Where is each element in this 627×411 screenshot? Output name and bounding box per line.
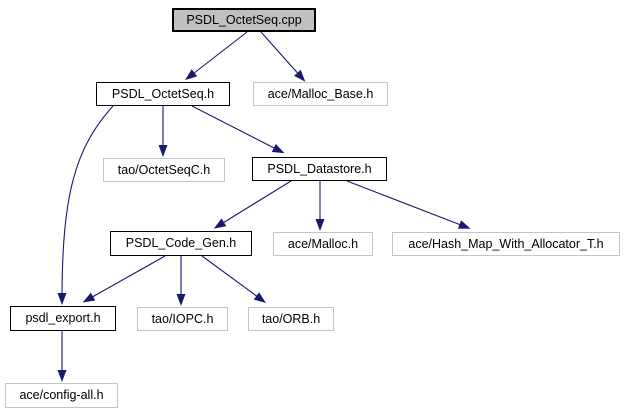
- edge-psdl-octetseq-cpp-to-ace-malloc-base-h: [260, 31, 306, 82]
- node-ace-config-all-h: ace/config-all.h: [5, 383, 118, 408]
- edge-psdl-code-gen-h-to-tao-orb-h: [201, 255, 267, 303]
- node-ace-malloc-base-h: ace/Malloc_Base.h: [253, 82, 388, 106]
- edge-psdl-datastore-h-to-psdl-code-gen-h: [213, 180, 292, 229]
- node-psdl-export-h[interactable]: psdl_export.h: [10, 306, 116, 331]
- node-psdl-code-gen-h[interactable]: PSDL_Code_Gen.h: [110, 231, 252, 256]
- node-ace-hash-map-with-allocator-t-h: ace/Hash_Map_With_Allocator_T.h: [392, 232, 620, 256]
- node-ace-malloc-h: ace/Malloc.h: [273, 232, 373, 256]
- node-tao-octetseqc-h: tao/OctetSeqC.h: [103, 158, 225, 182]
- edge-psdl-datastore-h-to-ace-hash-map-with-allocator-t-h: [346, 180, 471, 229]
- edge-psdl-octetseq-h-to-psdl-datastore-h: [191, 105, 285, 154]
- edge-psdl-octetseq-h-to-psdl-export-h: [57, 105, 114, 305]
- node-psdl-octetseq-h[interactable]: PSDL_OctetSeq.h: [96, 82, 230, 106]
- edge-psdl-octetseq-cpp-to-psdl-octetseq-h: [185, 31, 248, 81]
- node-psdl-octetseq-cpp: PSDL_OctetSeq.cpp: [172, 8, 316, 32]
- node-psdl-datastore-h[interactable]: PSDL_Datastore.h: [252, 157, 387, 181]
- edge-psdl-code-gen-h-to-psdl-export-h: [82, 255, 166, 303]
- node-tao-orb-h: tao/ORB.h: [248, 307, 334, 331]
- node-tao-iopc-h: tao/IOPC.h: [137, 307, 228, 331]
